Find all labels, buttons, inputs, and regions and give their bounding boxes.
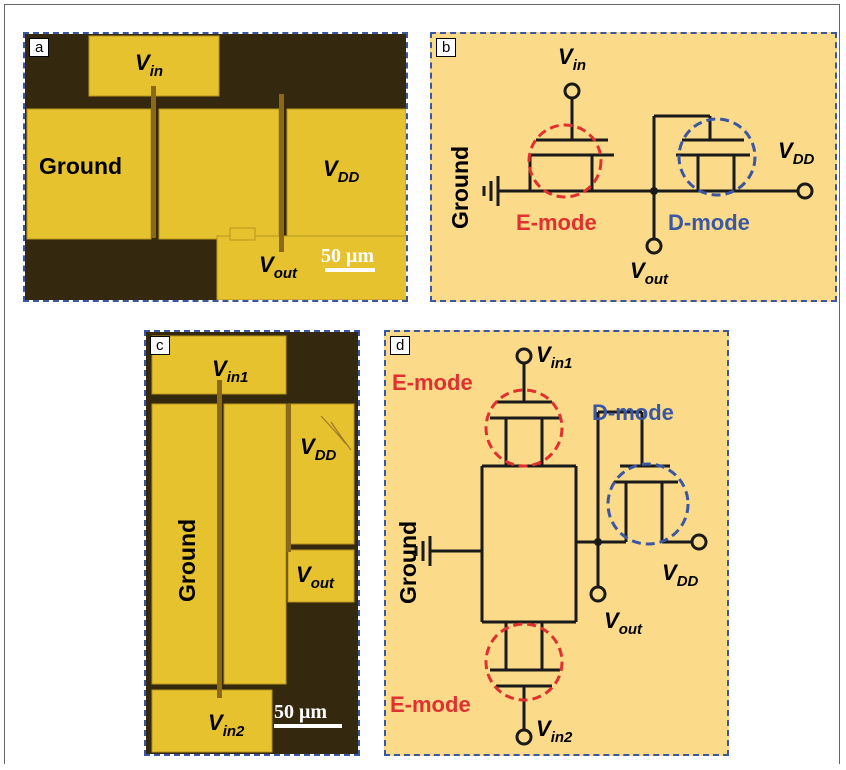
- vin2-pad: [151, 689, 273, 753]
- vin2-label: Vin2: [208, 710, 245, 740]
- vin-terminal: [563, 82, 581, 100]
- emode-bottom-highlight: [484, 622, 564, 702]
- panel-c-image: Vin1 VDD Ground Vout Vin2 50 μm: [146, 332, 358, 754]
- vout-label: Vout: [604, 608, 643, 638]
- panel-b-tag: b: [436, 38, 457, 57]
- vdd-terminal: [796, 182, 814, 200]
- middle-pad: [158, 108, 280, 240]
- scale-label: 50 μm: [274, 701, 327, 723]
- emode-top-highlight: [484, 388, 564, 468]
- ground-pad-left: [151, 403, 221, 685]
- output-node: [594, 538, 602, 546]
- dmode-label: D-mode: [668, 210, 750, 235]
- dmode-highlight: [677, 117, 757, 197]
- vout-terminal: [589, 585, 607, 603]
- vin2-terminal: [515, 728, 533, 746]
- ground-pad: [26, 108, 152, 240]
- panel-d-circuit: Vin1 E-mode D-mode Ground VDD Vout E-mod…: [390, 342, 708, 746]
- emode-highlight: [527, 123, 603, 199]
- vdd-label: VDD: [778, 138, 815, 168]
- panel-b-schematic: Vin Ground E-mode D-mode VDD Vout b: [430, 32, 837, 302]
- scratch-marks: [320, 415, 352, 451]
- emode-bottom-label: E-mode: [390, 692, 471, 717]
- vout-terminal: [645, 237, 663, 255]
- panel-d-schematic: Vin1 E-mode D-mode Ground VDD Vout E-mod…: [384, 330, 729, 756]
- ground-label: Ground: [447, 146, 473, 229]
- gate-line-left: [151, 86, 156, 238]
- vout-label: Vout: [630, 258, 669, 288]
- panel-d-tag: d: [390, 336, 411, 355]
- vout-tab: [229, 227, 256, 241]
- vdd-label: VDD: [662, 560, 699, 590]
- vdd-pad: [286, 108, 406, 240]
- vdd-pad: [287, 403, 355, 545]
- ground-label: Ground: [39, 153, 122, 179]
- panel-b-circuit: Vin Ground E-mode D-mode VDD Vout: [447, 44, 815, 288]
- ground-label: Ground: [395, 521, 421, 604]
- vin-label: Vin: [135, 50, 163, 80]
- vin1-label: Vin1: [212, 356, 248, 386]
- dmode-highlight: [606, 462, 690, 546]
- vin-label: Vin: [558, 44, 586, 74]
- vout-pad: [216, 235, 406, 300]
- vout-label: Vout: [259, 252, 298, 282]
- vin1-terminal: [515, 347, 533, 365]
- vin1-label: Vin1: [536, 342, 572, 372]
- vdd-terminal: [690, 533, 708, 551]
- vin2-label: Vin2: [536, 716, 573, 746]
- vout-label: Vout: [296, 562, 335, 592]
- vout-pad: [287, 549, 355, 603]
- vdd-label: VDD: [323, 156, 360, 186]
- output-node: [650, 187, 658, 195]
- panel-a-micrograph: Vin Ground VDD Vout 50 μm a: [23, 32, 408, 302]
- emode-top-label: E-mode: [392, 370, 473, 395]
- panel-a-tag: a: [29, 38, 50, 57]
- panel-c-tag: c: [150, 336, 170, 355]
- vdd-label: VDD: [300, 434, 337, 464]
- scale-label: 50 μm: [321, 245, 374, 267]
- figure-frame: [4, 4, 840, 764]
- panel-a-image: Vin Ground VDD Vout 50 μm: [25, 34, 406, 300]
- gate-line-dmode: [286, 404, 291, 552]
- panel-c-micrograph: Vin1 VDD Ground Vout Vin2 50 μm c: [144, 330, 360, 756]
- ground-label: Ground: [174, 519, 200, 602]
- gate-line-right: [279, 94, 284, 252]
- emode-label: E-mode: [516, 210, 597, 235]
- dmode-label: D-mode: [592, 400, 674, 425]
- ground-pad-right: [223, 403, 287, 685]
- gate-line: [217, 380, 222, 698]
